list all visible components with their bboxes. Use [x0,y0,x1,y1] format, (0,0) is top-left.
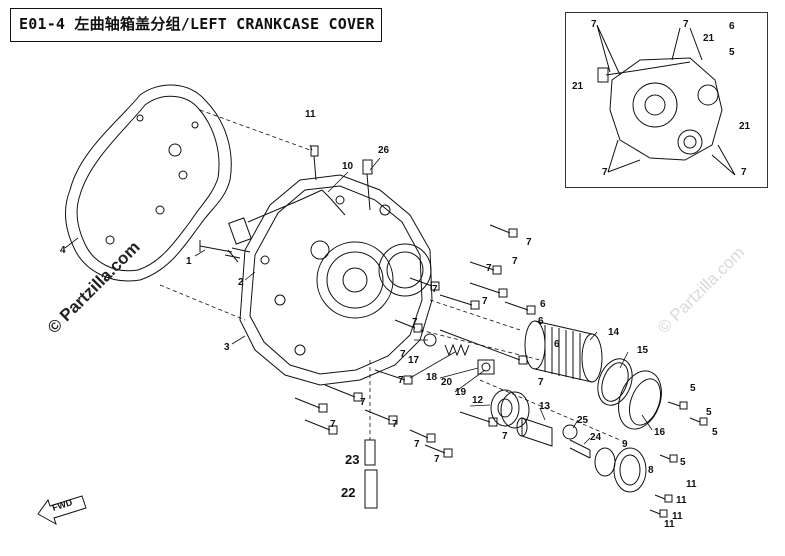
page-title: E01-4 左曲轴箱盖分组/LEFT CRANKCASE COVER ASSY [10,8,382,42]
callout-11: 11 [686,479,697,490]
callout-7: 7 [398,375,404,386]
callout-2: 2 [238,277,244,288]
callout-26: 26 [378,145,390,156]
inset-callout-7: 7 [741,167,747,178]
inset-callout-7: 7 [591,19,597,30]
callout-7: 7 [400,349,406,360]
callout-7: 7 [432,284,438,295]
callout-10: 10 [342,161,354,172]
callout-11: 11 [676,495,687,506]
callout-7: 7 [486,263,492,274]
callout-11: 11 [672,511,683,522]
callout-6: 6 [540,299,546,310]
callout-7: 7 [412,317,418,328]
inset-drawing [596,24,736,176]
gasket [65,84,232,282]
callout-7: 7 [512,256,518,267]
inset-view [565,12,768,188]
inset-callout-21: 21 [703,33,715,44]
callout-5: 5 [706,407,712,418]
callout-7: 7 [392,419,398,430]
callout-9: 9 [622,439,628,450]
callout-14: 14 [608,327,620,338]
callout-5: 5 [690,383,696,394]
inset-callout-21: 21 [572,81,584,92]
inset-callout-6: 6 [729,21,735,32]
callout-7: 7 [330,419,336,430]
callout-7: 7 [360,397,366,408]
callout-19: 19 [455,387,467,398]
inset-callout-7: 7 [683,19,689,30]
callout-4: 4 [60,245,66,256]
inset-callout-7: 7 [602,167,608,178]
callout-7: 7 [502,431,508,442]
callout-5: 5 [680,457,686,468]
callout-17: 17 [408,355,420,366]
callout-8: 8 [648,465,654,476]
callout-7: 7 [482,296,488,307]
callout-22: 22 [341,485,356,500]
callout-24: 24 [590,432,602,443]
callout-23: 23 [345,452,360,467]
callout-7: 7 [434,454,440,465]
oil-filter [524,320,603,383]
callout-7: 7 [526,237,532,248]
callout-15: 15 [637,345,649,356]
callout-11: 11 [664,519,675,530]
inset-callout-21: 21 [739,121,751,132]
callout-7: 7 [538,377,544,388]
callout-13: 13 [539,401,551,412]
callout-11-top: 11 [305,109,316,120]
callout-25: 25 [577,415,589,426]
callout-7: 7 [414,439,420,450]
inset-callout-5: 5 [729,47,735,58]
callout-18: 18 [426,372,438,383]
bolt-group [294,224,536,458]
callout-16: 16 [654,427,666,438]
callout-5: 5 [712,427,718,438]
callout-6: 6 [554,339,560,350]
callout-20: 20 [441,377,453,388]
fwd-arrow [37,495,87,526]
callout-12: 12 [472,395,484,406]
callout-1: 1 [186,256,192,267]
callout-3: 3 [224,342,230,353]
crankcase-cover [239,174,433,386]
callout-6: 6 [538,316,544,327]
